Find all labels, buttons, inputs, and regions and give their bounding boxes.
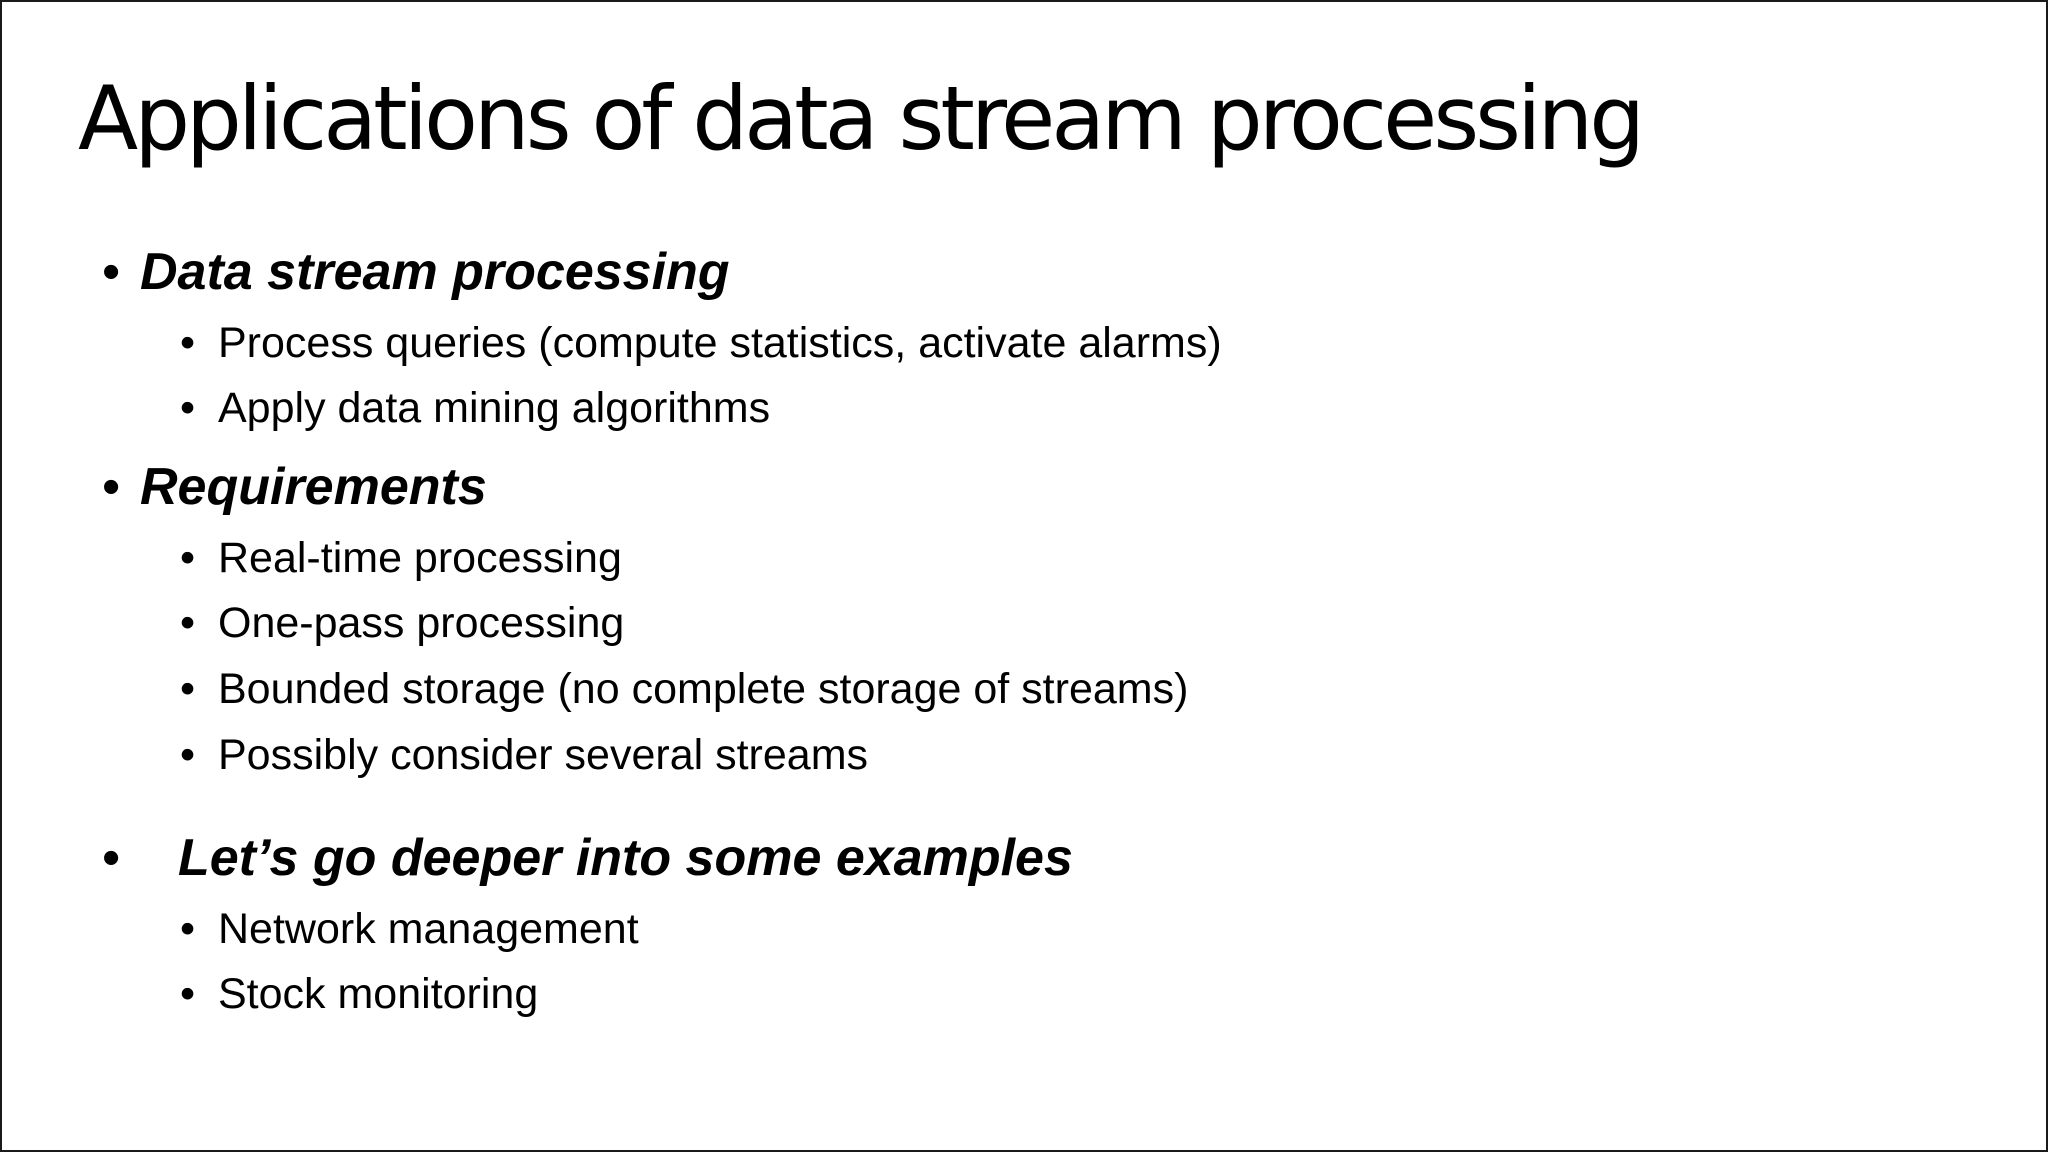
list-item-label: Real-time processing xyxy=(218,534,622,582)
list-item-label: Apply data mining algorithms xyxy=(218,384,771,432)
list-item-label: Bounded storage (no complete storage of … xyxy=(218,665,1189,713)
bullet-dot: • xyxy=(180,905,196,953)
list-item-label: Network management xyxy=(218,905,639,953)
bullet-dot: • xyxy=(180,665,196,713)
bullet-dot: • xyxy=(180,731,196,779)
bullet-dot: • xyxy=(180,319,196,367)
bullet-dot: • xyxy=(102,243,121,301)
bullet-dot: • xyxy=(102,458,121,516)
section-heading-label: Data stream processing xyxy=(140,243,730,301)
list-item-label: Possibly consider several streams xyxy=(218,731,869,779)
bullet-dot: • xyxy=(180,970,196,1018)
bullet-dot: • xyxy=(180,534,196,582)
list-item-label: One-pass processing xyxy=(218,599,625,647)
list-item-label: Process queries (compute statistics, act… xyxy=(218,319,1222,367)
section-heading-label: Let’s go deeper into some examples xyxy=(178,829,1073,887)
list-item-label: Stock monitoring xyxy=(218,970,539,1018)
bullet-dot: • xyxy=(102,829,121,887)
section-heading-label: Requirements xyxy=(140,458,487,516)
bullet-dot: • xyxy=(180,599,196,647)
slide-title: Applications of data stream processing xyxy=(78,67,1645,170)
bullet-dot: • xyxy=(180,384,196,432)
